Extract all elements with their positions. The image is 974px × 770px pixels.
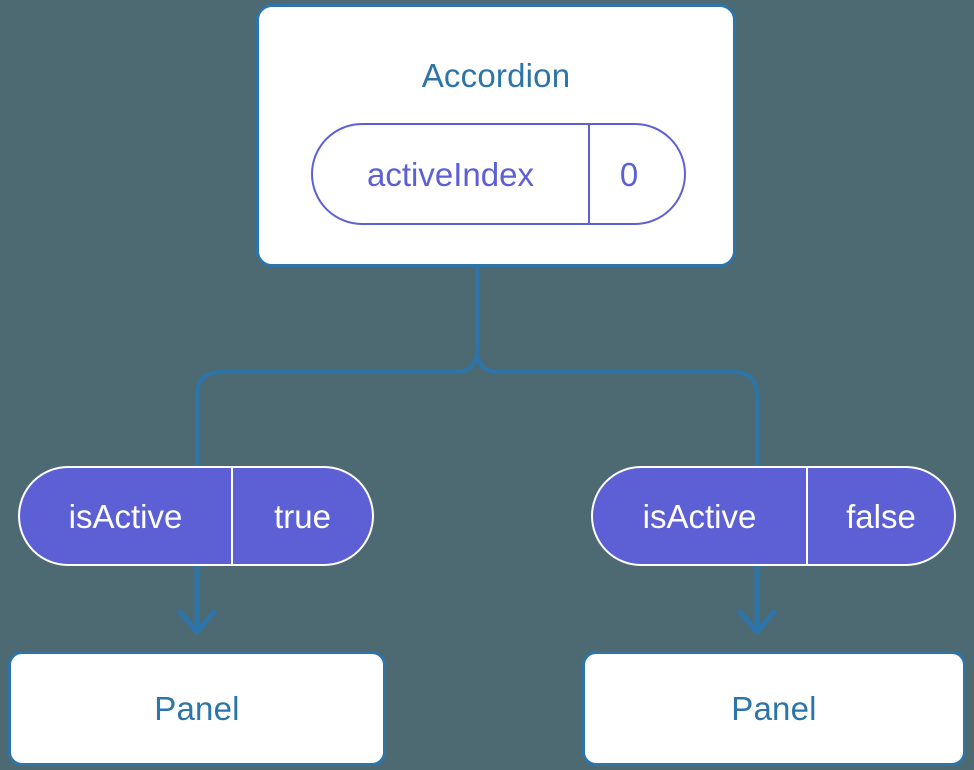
left-prop-value: true xyxy=(274,497,331,535)
accordion-state-value: 0 xyxy=(619,155,639,193)
accordion-state-pill[interactable]: activeIndex 0 xyxy=(311,123,686,225)
right-panel-title: Panel xyxy=(731,690,817,727)
connector-root-to-branch-left xyxy=(195,348,479,468)
accordion-state-key: activeIndex xyxy=(313,125,590,223)
arrow-right-prop-to-panel xyxy=(737,563,777,635)
right-prop-pill[interactable]: isActive false xyxy=(591,466,956,566)
accordion-title: Accordion xyxy=(421,57,571,94)
right-prop-key: isActive xyxy=(593,468,808,564)
left-panel-component-card[interactable]: Panel xyxy=(8,651,386,766)
left-prop-key: isActive xyxy=(20,468,233,564)
accordion-component-card[interactable]: Accordion activeIndex 0 xyxy=(256,4,736,267)
left-prop-pill[interactable]: isActive true xyxy=(18,466,374,566)
right-prop-value: false xyxy=(846,497,916,535)
left-panel-title: Panel xyxy=(154,690,240,727)
connector-root-to-branches xyxy=(475,265,759,468)
arrow-left-prop-to-panel xyxy=(177,563,217,635)
right-panel-component-card[interactable]: Panel xyxy=(582,651,966,766)
